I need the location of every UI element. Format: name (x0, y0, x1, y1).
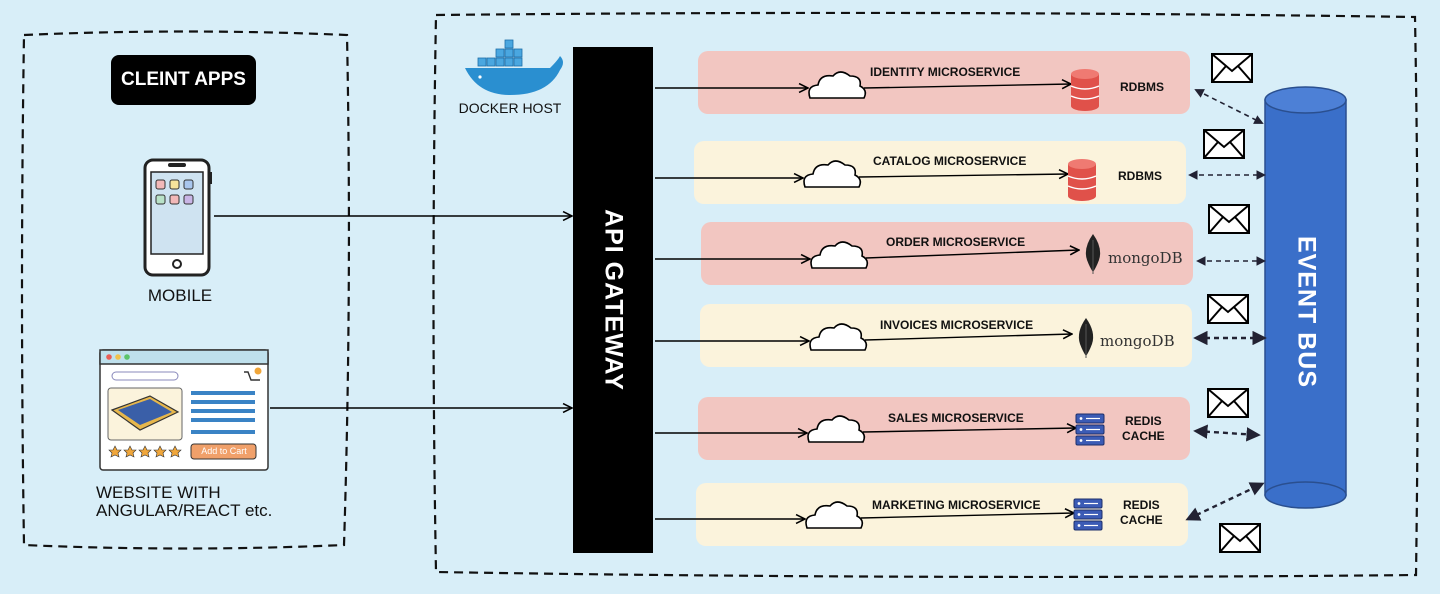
cloud-icon (809, 323, 868, 351)
database-label: RDBMS (1120, 80, 1164, 94)
api-gateway-label: API GATEWAY (599, 209, 628, 391)
database-label-line2: CACHE (1120, 513, 1163, 527)
service-to-db-arrow (858, 174, 1068, 177)
service-box (701, 222, 1193, 285)
service-to-db-arrow (860, 513, 1074, 519)
event-bus-link-arrow (1194, 89, 1264, 124)
service-name: ORDER MICROSERVICE (886, 235, 1026, 249)
service-row (655, 51, 1264, 124)
cloud-icon (810, 241, 869, 269)
service-name: SALES MICROSERVICE (888, 411, 1024, 425)
cloud-icon (808, 71, 867, 99)
service-box (698, 51, 1190, 114)
service-row (655, 482, 1265, 553)
database-label-line1: REDIS (1124, 414, 1162, 428)
database-label-line2: CACHE (1122, 429, 1165, 443)
service-row (655, 294, 1267, 367)
api-gateway (573, 47, 653, 553)
mobile-label: MOBILE (147, 286, 213, 305)
service-box (694, 141, 1186, 204)
envelope-icon (1207, 294, 1249, 324)
service-row (655, 204, 1266, 285)
service-to-db-arrow (865, 250, 1079, 259)
mongodb-leaf-icon (1085, 234, 1101, 274)
redis-stack-icon (1073, 498, 1103, 531)
service-name: CATALOG MICROSERVICE (873, 154, 1027, 168)
service-row (655, 388, 1261, 460)
service-to-db-arrow (864, 334, 1072, 341)
client-apps-border (20, 30, 351, 550)
docker-host-border (432, 11, 1419, 579)
website-label-line1: WEBSITE WITH (96, 483, 221, 502)
docker-whale-icon (465, 39, 563, 95)
database-label-line1: REDIS (1122, 498, 1160, 512)
envelope-icon (1203, 129, 1245, 159)
client-apps-title: CLEINT APPS (121, 69, 246, 90)
mongodb-leaf-icon (1078, 318, 1094, 358)
database-label: RDBMS (1118, 169, 1162, 183)
database-label: mongoDB (1108, 249, 1183, 267)
cloud-icon (805, 501, 864, 529)
service-name: IDENTITY MICROSERVICE (870, 65, 1021, 79)
database-label: mongoDB (1100, 332, 1175, 350)
website-label: WEBSITE WITH ANGULAR/REACT etc. (96, 484, 272, 520)
event-bus-cylinder (1264, 86, 1347, 509)
service-name: INVOICES MICROSERVICE (880, 318, 1034, 332)
event-bus-label: EVENT BUS (1292, 235, 1321, 389)
service-row (655, 129, 1266, 204)
database-icon (1067, 159, 1097, 201)
add-to-cart-button[interactable]: Add to Cart (201, 446, 247, 456)
website-icon (99, 349, 269, 471)
envelope-icon (1207, 388, 1249, 418)
redis-stack-icon (1075, 413, 1105, 446)
envelope-icon (1211, 53, 1253, 83)
database-icon (1070, 69, 1100, 111)
cloud-icon (803, 160, 862, 188)
service-box (700, 304, 1192, 367)
service-name: MARKETING MICROSERVICE (872, 498, 1041, 512)
envelope-icon (1208, 204, 1250, 234)
event-bus-link-arrow (1193, 424, 1261, 442)
docker-host-label: DOCKER HOST (458, 100, 562, 116)
service-to-db-arrow (863, 84, 1071, 88)
mobile-phone-icon (143, 158, 212, 277)
service-to-db-arrow (862, 428, 1076, 432)
client-apps-badge: CLEINT APPS (111, 55, 256, 105)
event-bus-link-arrow (1185, 482, 1265, 521)
service-box (696, 483, 1188, 546)
website-label-line2: ANGULAR/REACT etc. (96, 501, 273, 520)
cloud-icon (807, 415, 866, 443)
envelope-icon (1219, 523, 1261, 553)
service-box (698, 397, 1190, 460)
